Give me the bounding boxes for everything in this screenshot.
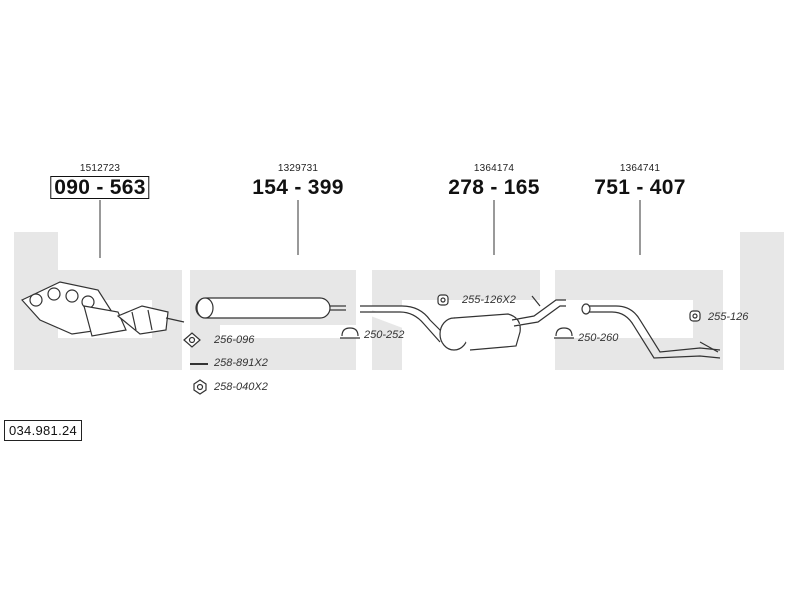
nut-icon	[193, 379, 207, 395]
catalytic-converter-part	[21, 281, 185, 337]
part-number[interactable]: 278 - 165	[448, 176, 540, 199]
part-number[interactable]: 090 - 563	[50, 176, 150, 199]
accessory-label[interactable]: 258-040X2	[214, 381, 268, 393]
watermark-logo	[14, 232, 784, 370]
middle-silencer-part	[360, 295, 566, 351]
gasket-icon	[183, 332, 201, 348]
accessory-label[interactable]: 258-891X2	[214, 357, 268, 369]
rear-pipe-part	[581, 303, 721, 359]
part-ref: 1512723	[79, 163, 121, 174]
part-ref: 1329731	[277, 163, 319, 174]
part-ref: 1364174	[473, 163, 515, 174]
part-number[interactable]: 154 - 399	[252, 176, 344, 199]
part-ref: 1364741	[619, 163, 661, 174]
accessory-label[interactable]: 250-260	[578, 332, 619, 344]
accessory-label[interactable]: 255-126	[708, 311, 749, 323]
accessory-label[interactable]: 256-096	[214, 334, 255, 346]
clamp-icon	[554, 327, 574, 339]
accessory-label[interactable]: 255-126X2	[462, 294, 516, 306]
rubber-mount-icon	[689, 310, 701, 322]
accessory-label[interactable]: 250-252	[364, 329, 405, 341]
part-number[interactable]: 751 - 407	[594, 176, 686, 199]
rubber-mount-icon	[437, 294, 449, 306]
diagram-id-label: 034.981.24	[4, 420, 83, 441]
clamp-icon	[340, 327, 360, 339]
leader-lines	[99, 200, 641, 258]
front-silencer-part	[195, 297, 346, 319]
